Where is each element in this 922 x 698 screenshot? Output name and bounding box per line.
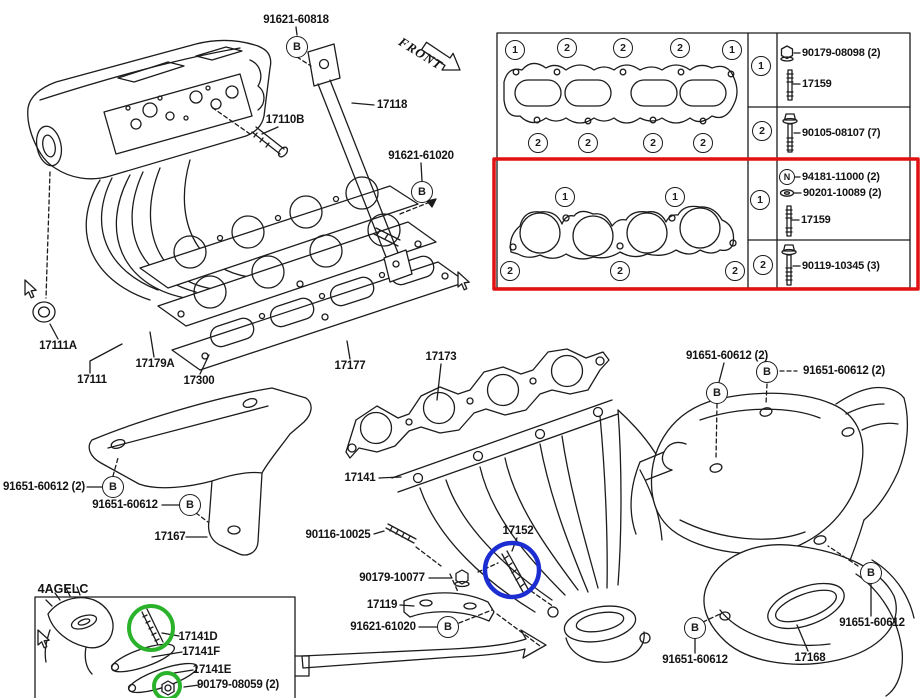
part-label-91621-61020-upper: 91621-61020 — [388, 150, 454, 162]
callout-marker: 2 — [670, 38, 690, 58]
stud-17110b-drawing — [251, 126, 289, 158]
table-part-number: 90105-08107 (7) — [802, 127, 881, 139]
part-label-17119: 17119 — [366, 599, 398, 611]
callout-marker: 1 — [555, 187, 575, 207]
b-marker-bot-right: B — [860, 562, 882, 584]
front-arrow — [420, 41, 461, 71]
part-label-17118: 17118 — [376, 99, 408, 111]
callout-marker: 2 — [613, 38, 633, 58]
part-label-17110b: 17110B — [265, 114, 305, 126]
part-label-90179-08059: 90179-08059 (2) — [196, 679, 280, 691]
part-label-17111a: 17111A — [39, 340, 77, 352]
b-marker-shield-top-left: B — [706, 382, 728, 404]
b-marker-mid-left: B — [102, 476, 124, 498]
b-marker-mid-left2: B — [179, 494, 201, 516]
gasket-stack-drawing — [139, 176, 467, 371]
part-label-91651-60612-mid-left2: 91651-60612 — [92, 499, 158, 511]
part-label-17167: 17167 — [154, 531, 186, 543]
part-label-17168: 17168 — [794, 652, 826, 664]
stay-17118-drawing — [307, 43, 413, 283]
flange-bolt-icon — [782, 113, 798, 153]
cursor-arrows — [24, 271, 470, 649]
part-label-91621-60818: 91621-60818 — [263, 14, 329, 26]
table-key-marker: 2 — [752, 121, 772, 141]
part-label-91651-60612-top-right: 91651-60612 (2) — [802, 365, 886, 377]
bracket-17119-drawing — [403, 592, 495, 622]
part-label-91651-60612-mid-left: 91651-60612 (2) — [2, 481, 86, 493]
exhaust-manifold-drawing — [391, 399, 669, 663]
stud-icon-2 — [785, 205, 793, 237]
part-label-91651-60612-bot-left: 91651-60612 — [662, 654, 728, 666]
part-label-17141e: 17141E — [192, 664, 232, 676]
part-label-17141f: 17141F — [182, 646, 220, 658]
nut-icon — [780, 45, 794, 62]
stud-icon — [786, 69, 794, 101]
part-label-17141d: 17141D — [178, 631, 218, 643]
heat-shield-17167-drawing — [88, 387, 312, 556]
callout-marker: 1 — [665, 187, 685, 207]
agelc-box-title: 4AGELC — [37, 582, 89, 596]
dashed-lines — [45, 56, 859, 647]
part-label-17179a: 17179A — [135, 358, 175, 370]
agelc-box — [34, 586, 310, 698]
highlight-green-circle-stud — [127, 604, 175, 652]
table-key-marker: 2 — [753, 255, 773, 275]
part-label-17111: 17111 — [77, 374, 107, 386]
callout-marker: 2 — [578, 133, 598, 153]
b-marker-91621-60818: B — [286, 36, 308, 58]
part-label-91651-60612-top-left: 91651-60612 (2) — [685, 350, 769, 362]
callout-marker: 2 — [643, 133, 663, 153]
gasket-17173-drawing — [345, 348, 610, 459]
part-label-91651-60612-bot-right: 91651-60612 — [839, 617, 905, 629]
swoosh-arrow — [301, 629, 547, 669]
callout-marker: 2 — [693, 133, 713, 153]
table-part-number: 90119-10345 (3) — [802, 260, 880, 272]
part-label-17173: 17173 — [425, 351, 457, 363]
flange-bolt-icon-2 — [781, 244, 797, 286]
highlight-red-box — [492, 157, 920, 291]
part-label-90116-10025: 90116-10025 — [305, 529, 371, 541]
table-intake-gasket-drawing — [503, 62, 738, 125]
part-label-91621-61020-lower: 91621-61020 — [350, 621, 416, 633]
stud-90116-drawing — [385, 523, 417, 544]
b-marker-91621-61020-lower: B — [437, 616, 459, 638]
intake-manifold-drawing — [27, 39, 272, 301]
part-label-17141: 17141 — [344, 472, 376, 484]
dashed-arrowhead — [426, 198, 437, 208]
table-part-number: 90179-08098 (2) — [802, 47, 881, 59]
seal-ring-drawing — [32, 301, 56, 323]
n-circle-icon: N — [779, 169, 795, 185]
stud-17152-drawing — [501, 550, 529, 593]
callout-marker: 2 — [725, 261, 745, 281]
b-marker-91621-61020-upper: B — [411, 181, 433, 203]
part-label-17300: 17300 — [183, 375, 215, 387]
nut-90179-10077-drawing — [454, 569, 470, 588]
part-label-17177: 17177 — [334, 360, 366, 372]
callout-marker: 1 — [722, 40, 742, 60]
leader-lines — [49, 26, 872, 688]
part-label-90179-10077: 90179-10077 — [359, 572, 425, 584]
part-label-17152: 17152 — [502, 525, 534, 537]
callout-marker: 2 — [610, 261, 630, 281]
b-marker-bot-left: B — [684, 617, 706, 639]
callout-marker: 2 — [528, 133, 548, 153]
callout-marker: 2 — [500, 261, 520, 281]
table-part-number: 94181-11000 (2) — [802, 171, 880, 183]
right-heat-shields-drawing — [630, 386, 915, 697]
callout-marker: 1 — [505, 40, 525, 60]
highlight-blue-circle — [482, 540, 542, 600]
table-key-marker: 1 — [751, 56, 771, 76]
table-exhaust-gasket-drawing — [509, 205, 737, 260]
table-part-icons — [779, 45, 802, 286]
table-part-number: 17159 — [802, 78, 832, 90]
table-part-number: 17159 — [801, 214, 831, 226]
callout-marker: 2 — [557, 38, 577, 58]
highlight-green-circle-nut — [152, 671, 182, 698]
table-key-marker: 1 — [750, 190, 770, 210]
b-marker-shield-top-right: B — [756, 361, 778, 383]
table-part-number: 90201-10089 (2) — [803, 187, 882, 199]
